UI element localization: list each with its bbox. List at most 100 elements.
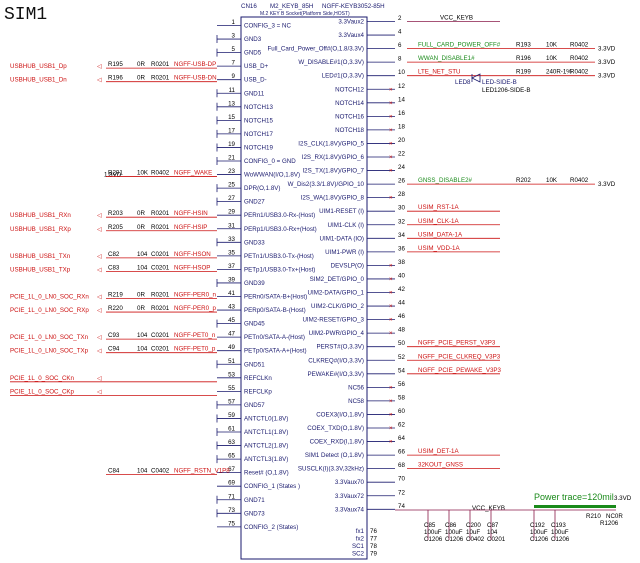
net-label: USBHUB_USB1_Dn bbox=[10, 77, 67, 84]
net-arrow: ◁ bbox=[97, 253, 102, 260]
signal-name: USIM_VDD-1A bbox=[418, 245, 460, 252]
part-package: C0201 bbox=[151, 264, 170, 271]
pin-name: SUSCLK(I)(3.3V,32kHz) bbox=[298, 466, 364, 473]
net-label: PCIE_1L_0_SOC_CKp bbox=[10, 388, 75, 395]
power-rail-label: 3.3VD bbox=[614, 495, 632, 502]
pin-number: 27 bbox=[228, 195, 235, 202]
no-connect-mark: × bbox=[389, 411, 393, 418]
net-arrow: ◁ bbox=[97, 375, 102, 382]
pin-name: PETn0/SATA-A-(Host) bbox=[244, 334, 305, 341]
pin-name: UIM1-DATA (IO) bbox=[320, 235, 364, 242]
part-ref: C93 bbox=[108, 332, 120, 339]
pin-name: I2S_WA(1.8V)/GPIO_8 bbox=[301, 195, 365, 202]
net-label: USBHUB_USB1_Dp bbox=[10, 63, 67, 70]
pin-name: 3.3Vaux4 bbox=[338, 32, 364, 39]
pin-number: 11 bbox=[229, 87, 236, 94]
pin-number: 5 bbox=[232, 46, 236, 53]
pin-number: 33 bbox=[228, 236, 235, 243]
part-value: 0R bbox=[137, 61, 145, 68]
power-res-ref: R210 bbox=[586, 513, 601, 520]
part-package: C0201 bbox=[151, 332, 170, 339]
pin-number: 28 bbox=[398, 191, 405, 198]
pin-name: 3.3Vaux70 bbox=[335, 479, 365, 486]
pin-number: 59 bbox=[228, 412, 235, 419]
no-connect-mark: × bbox=[389, 262, 393, 269]
part-value: 104 bbox=[137, 346, 148, 353]
pin-number: 21 bbox=[228, 155, 235, 162]
no-connect-mark: × bbox=[389, 317, 393, 324]
part-ref: R193 bbox=[516, 42, 531, 49]
pin-name: CONFIG_0 = GND bbox=[244, 158, 296, 165]
pin-name: PETp0/SATA-A+(Host) bbox=[244, 348, 307, 355]
net-arrow: ◁ bbox=[97, 388, 102, 395]
pin-name: ANTCTL0(1.8V) bbox=[244, 415, 288, 422]
signal-name: USIM_CLK-1A bbox=[418, 218, 459, 225]
net-arrow: ◁ bbox=[97, 226, 102, 233]
no-connect-mark: × bbox=[389, 140, 393, 147]
no-connect-mark: × bbox=[389, 100, 393, 107]
net-arrow: ◁ bbox=[97, 212, 102, 219]
part-value: 10K bbox=[546, 177, 558, 184]
part-value: 104 bbox=[137, 332, 148, 339]
cap-package: C1206 bbox=[530, 536, 549, 543]
pin-number: 65 bbox=[228, 453, 235, 460]
pin-number: 9 bbox=[232, 73, 236, 80]
no-connect-mark: × bbox=[389, 154, 393, 161]
no-connect-mark: × bbox=[389, 168, 393, 175]
pin-name: LED#1(O,3.3V) bbox=[322, 73, 364, 80]
pin-name: PERp1/USB3.0-Rx+(Host) bbox=[244, 226, 317, 233]
part-value: 104 bbox=[137, 468, 148, 475]
pin-number: 63 bbox=[228, 439, 235, 446]
signal-name: NGFF_RSTN_V1P8 bbox=[174, 468, 230, 475]
pin-number: 6 bbox=[398, 42, 402, 49]
pin-name: UIM1-RESET (I) bbox=[319, 208, 364, 215]
part-package: R0402 bbox=[570, 177, 589, 184]
pin-number: 7 bbox=[232, 60, 236, 67]
pin-name: UIM2-PWR/GPIO_4 bbox=[309, 330, 365, 337]
part-ref: C82 bbox=[108, 251, 120, 258]
no-connect-mark: × bbox=[389, 303, 393, 310]
pin-number: 41 bbox=[228, 290, 235, 297]
pin-name: I2S_TX(1.8V)/GPIO_7 bbox=[302, 168, 364, 175]
signal-name: NGFF-USB-DN bbox=[174, 75, 217, 82]
pin-name: PEWAKE#(I/O,3.3V) bbox=[307, 371, 364, 378]
pin-number: 20 bbox=[398, 137, 405, 144]
net-arrow: ◁ bbox=[97, 63, 102, 70]
pin-name: PERp0/SATA-B-(Host) bbox=[244, 307, 306, 314]
connector-mpn: NGFF-KEYB3052-85H bbox=[322, 3, 385, 10]
pin-name: Full_Card_Power_Off#(O,1.8/3.3V) bbox=[267, 46, 364, 53]
pin-name: GND51 bbox=[244, 361, 265, 368]
signal-name: USIM_DATA-1A bbox=[418, 231, 463, 238]
pin-number: 70 bbox=[398, 476, 405, 483]
pin-name: GND3 bbox=[244, 36, 262, 43]
signal-name: NGFF-HSIN bbox=[174, 210, 208, 217]
pin-number: 22 bbox=[398, 151, 405, 158]
rail-label: 3.3VD bbox=[598, 181, 616, 188]
cap-package: C0201 bbox=[487, 536, 506, 543]
pin-number: 14 bbox=[398, 96, 405, 103]
power-res-val: NC0R bbox=[606, 513, 623, 520]
part-package: C0402 bbox=[151, 468, 170, 475]
pin-name: REFCLKn bbox=[244, 375, 272, 382]
pin-name: 3.3Vaux74 bbox=[335, 506, 365, 513]
pin-name: CONFIG_2 (States) bbox=[244, 524, 298, 531]
net-label: USBHUB_USB1_RXp bbox=[10, 226, 71, 233]
pin-number: 58 bbox=[398, 394, 405, 401]
signal-name: NGFF-HSON bbox=[174, 251, 211, 258]
net-arrow: ◁ bbox=[97, 348, 102, 355]
part-package: R0201 bbox=[151, 224, 170, 231]
pin-number: 30 bbox=[398, 205, 405, 212]
cap-value: 100uF bbox=[445, 529, 463, 536]
pin-number: 15 bbox=[228, 114, 235, 121]
part-value: 0R bbox=[137, 305, 145, 312]
part-package: R0402 bbox=[570, 42, 589, 49]
signal-name: NGFF-PET0_n bbox=[174, 332, 216, 339]
pin-number: 62 bbox=[398, 422, 405, 429]
rail-label: 3.3VD bbox=[598, 73, 616, 80]
pin-name: ANTCTL2(1.8V) bbox=[244, 443, 288, 450]
signal-name: NGFF-HSIP bbox=[174, 224, 207, 231]
cap-ref: C193 bbox=[551, 522, 566, 529]
power-net-label: VCC_KEYB bbox=[472, 505, 505, 512]
